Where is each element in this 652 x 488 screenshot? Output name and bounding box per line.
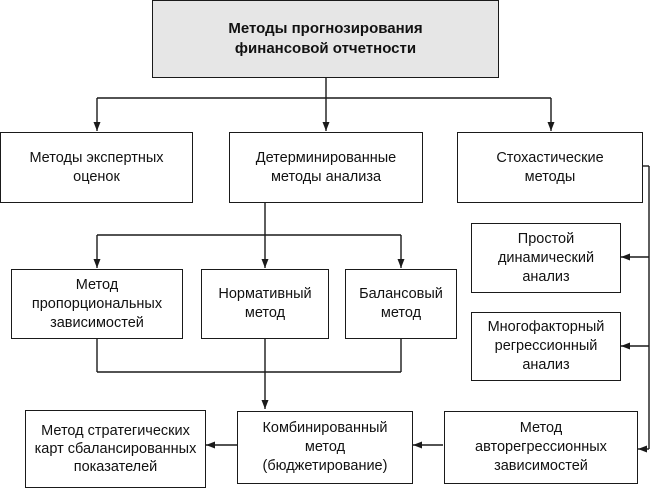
- strategic-maps-box: Метод стратегических карт сбалансированн…: [25, 410, 206, 488]
- strategic-maps-label: Метод стратегических карт сбалансированн…: [34, 423, 197, 475]
- balance-method-label: Балансовый метод: [359, 286, 443, 321]
- title-box: Методы прогнозирования финансовой отчетн…: [152, 0, 499, 78]
- normative-method-box: Нормативный метод: [201, 269, 329, 339]
- autoregressive-method-label: Метод авторегрессионных зависимостей: [475, 420, 607, 474]
- simple-dynamic-analysis-box: Простой динамический анализ: [471, 223, 621, 293]
- expert-methods-box: Методы экспертных оценок: [0, 132, 193, 203]
- stochastic-methods-box: Стохастические методы: [457, 132, 643, 203]
- deterministic-methods-label: Детерминированные методы анализа: [255, 149, 397, 185]
- title-text: Методы прогнозирования финансовой отчетн…: [228, 20, 423, 57]
- stochastic-methods-label: Стохастические методы: [496, 149, 604, 185]
- combined-method-label: Комбинированный метод (бюджетирование): [262, 420, 388, 474]
- normative-method-label: Нормативный метод: [218, 286, 312, 321]
- proportional-method-label: Метод пропорциональных зависимостей: [31, 276, 163, 331]
- combined-method-box: Комбинированный метод (бюджетирование): [237, 411, 413, 484]
- expert-methods-label: Методы экспертных оценок: [29, 149, 164, 185]
- proportional-method-box: Метод пропорциональных зависимостей: [11, 269, 183, 339]
- simple-dynamic-analysis-label: Простой динамический анализ: [497, 230, 595, 285]
- autoregressive-method-box: Метод авторегрессионных зависимостей: [444, 411, 638, 484]
- multifactor-regression-label: Многофакторный регрессионный анализ: [487, 319, 605, 373]
- balance-method-box: Балансовый метод: [345, 269, 457, 339]
- multifactor-regression-box: Многофакторный регрессионный анализ: [471, 312, 621, 381]
- deterministic-methods-box: Детерминированные методы анализа: [229, 132, 423, 203]
